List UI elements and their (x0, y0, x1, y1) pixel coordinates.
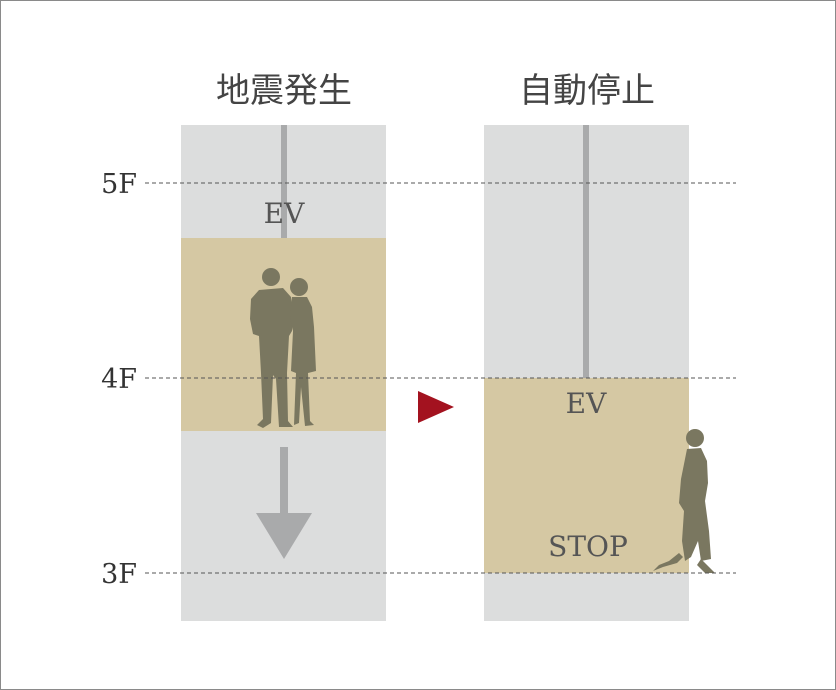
floor-label-5f: 5F (101, 169, 137, 200)
stop-label: STOP (548, 530, 628, 563)
title-auto-stop: 自動停止 (519, 71, 655, 111)
left-ev-label: EV (264, 197, 305, 230)
left-cable (281, 125, 287, 239)
right-car (484, 378, 689, 573)
right-ev-label: EV (566, 387, 607, 420)
floor-label-3f: 3F (101, 559, 137, 590)
right-cable (583, 125, 589, 379)
triangle-right-icon (418, 391, 454, 423)
title-earthquake: 地震発生 (216, 71, 352, 111)
arrow-down-icon (256, 447, 312, 559)
floor-label-4f: 4F (101, 364, 137, 395)
people-silhouette-icon (250, 268, 316, 428)
walking-woman-icon (653, 429, 715, 573)
